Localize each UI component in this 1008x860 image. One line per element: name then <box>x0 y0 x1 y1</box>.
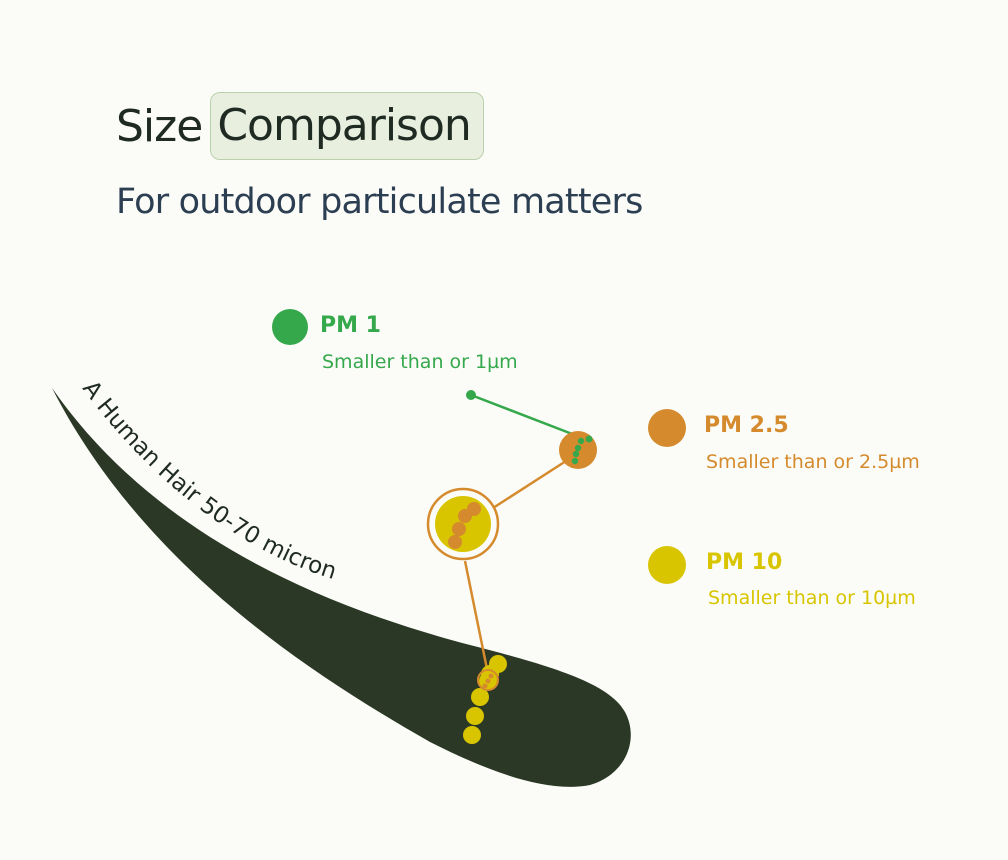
title-highlight: Comparison <box>210 92 484 160</box>
pm10-dot-icon <box>648 546 686 584</box>
pm1-particles-in-zoom <box>571 435 593 465</box>
legend-pm10-name: PM 10 <box>706 550 783 575</box>
connector-pm1-endpoint <box>466 390 476 400</box>
connector-pm25 <box>492 459 567 510</box>
legend-pm25-name: PM 2.5 <box>704 413 789 438</box>
title-word: Size <box>116 100 203 152</box>
legend-pm1-desc: Smaller than or 1µm <box>322 351 518 373</box>
legend-pm25-desc: Smaller than or 2.5µm <box>706 451 920 473</box>
page-subtitle: For outdoor particulate matters <box>116 182 643 222</box>
page-title: Size Comparison <box>116 92 484 160</box>
legend-pm10-desc: Smaller than or 10µm <box>708 587 916 609</box>
pm25-dot-icon <box>648 409 686 447</box>
hair-zoom-marker <box>477 669 499 691</box>
legend-pm1-name: PM 1 <box>320 313 381 338</box>
pm1-dot-icon <box>272 309 308 345</box>
pm25-particles-in-zoom <box>448 502 481 549</box>
pm10-zoom-ring <box>426 487 500 561</box>
connector-pm10 <box>463 560 490 675</box>
pm25-particles-on-hair <box>482 673 494 689</box>
connector-pm1 <box>470 393 581 439</box>
